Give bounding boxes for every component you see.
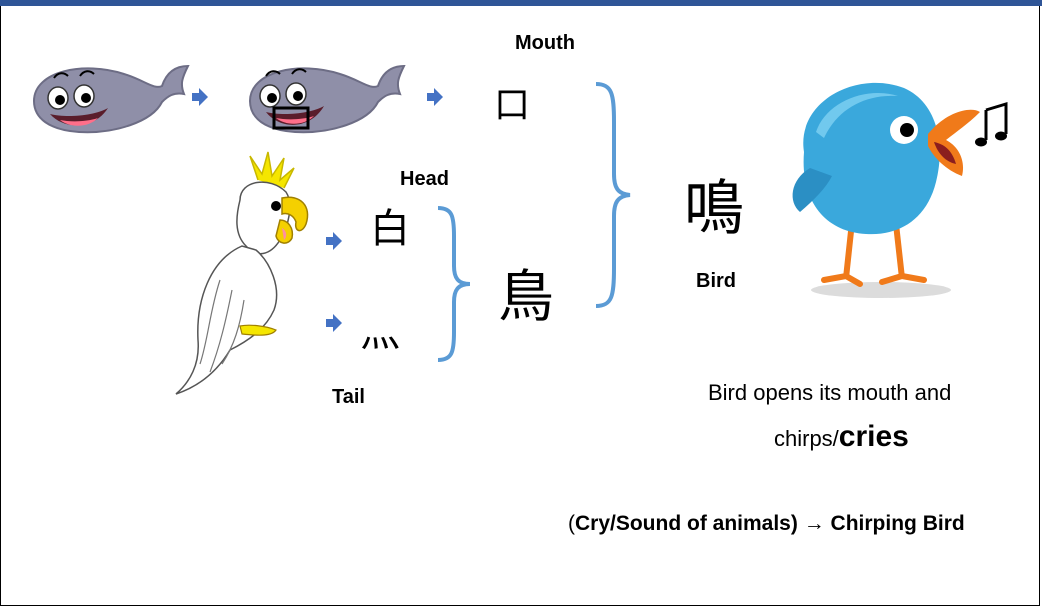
mouth-label: Mouth (515, 32, 575, 54)
arrow-icon (326, 314, 342, 332)
meaning-line: (Cry/Sound of animals) → Chirping Bird (568, 512, 965, 536)
explanation-emphasis: cries (838, 420, 909, 453)
whale-illustration-left (32, 64, 190, 134)
meaning-definition: Cry/Sound of animals) (575, 512, 798, 535)
explanation-prefix: chirps/ (774, 426, 839, 451)
header-bar (0, 0, 1042, 6)
slide-frame (0, 6, 1040, 606)
singing-bird-illustration (792, 82, 1008, 298)
tail-character: 灬 (360, 310, 400, 356)
meaning-arrow: → (803, 512, 825, 535)
head-character: 白 (370, 206, 410, 252)
bird-character: 鳥 (498, 265, 554, 330)
meaning-result: Chirping Bird (830, 512, 965, 535)
arrow-icon (427, 88, 443, 106)
outer-brace (595, 82, 631, 308)
bird-label: Bird (696, 270, 736, 292)
result-character: 鳴 (684, 174, 744, 244)
arrow-icon (192, 88, 208, 106)
arrow-icon (326, 232, 342, 250)
whale-illustration-mouth (248, 64, 406, 134)
mouth-character: 口 (494, 85, 531, 126)
head-label: Head (400, 168, 449, 190)
inner-brace (437, 206, 471, 362)
meaning-open-paren: ( (568, 512, 575, 535)
explanation-line-1: Bird opens its mouth and (708, 380, 952, 405)
cockatoo-illustration (175, 151, 309, 395)
tail-label: Tail (332, 386, 365, 408)
explanation-line-2: chirps/cries (774, 420, 909, 454)
